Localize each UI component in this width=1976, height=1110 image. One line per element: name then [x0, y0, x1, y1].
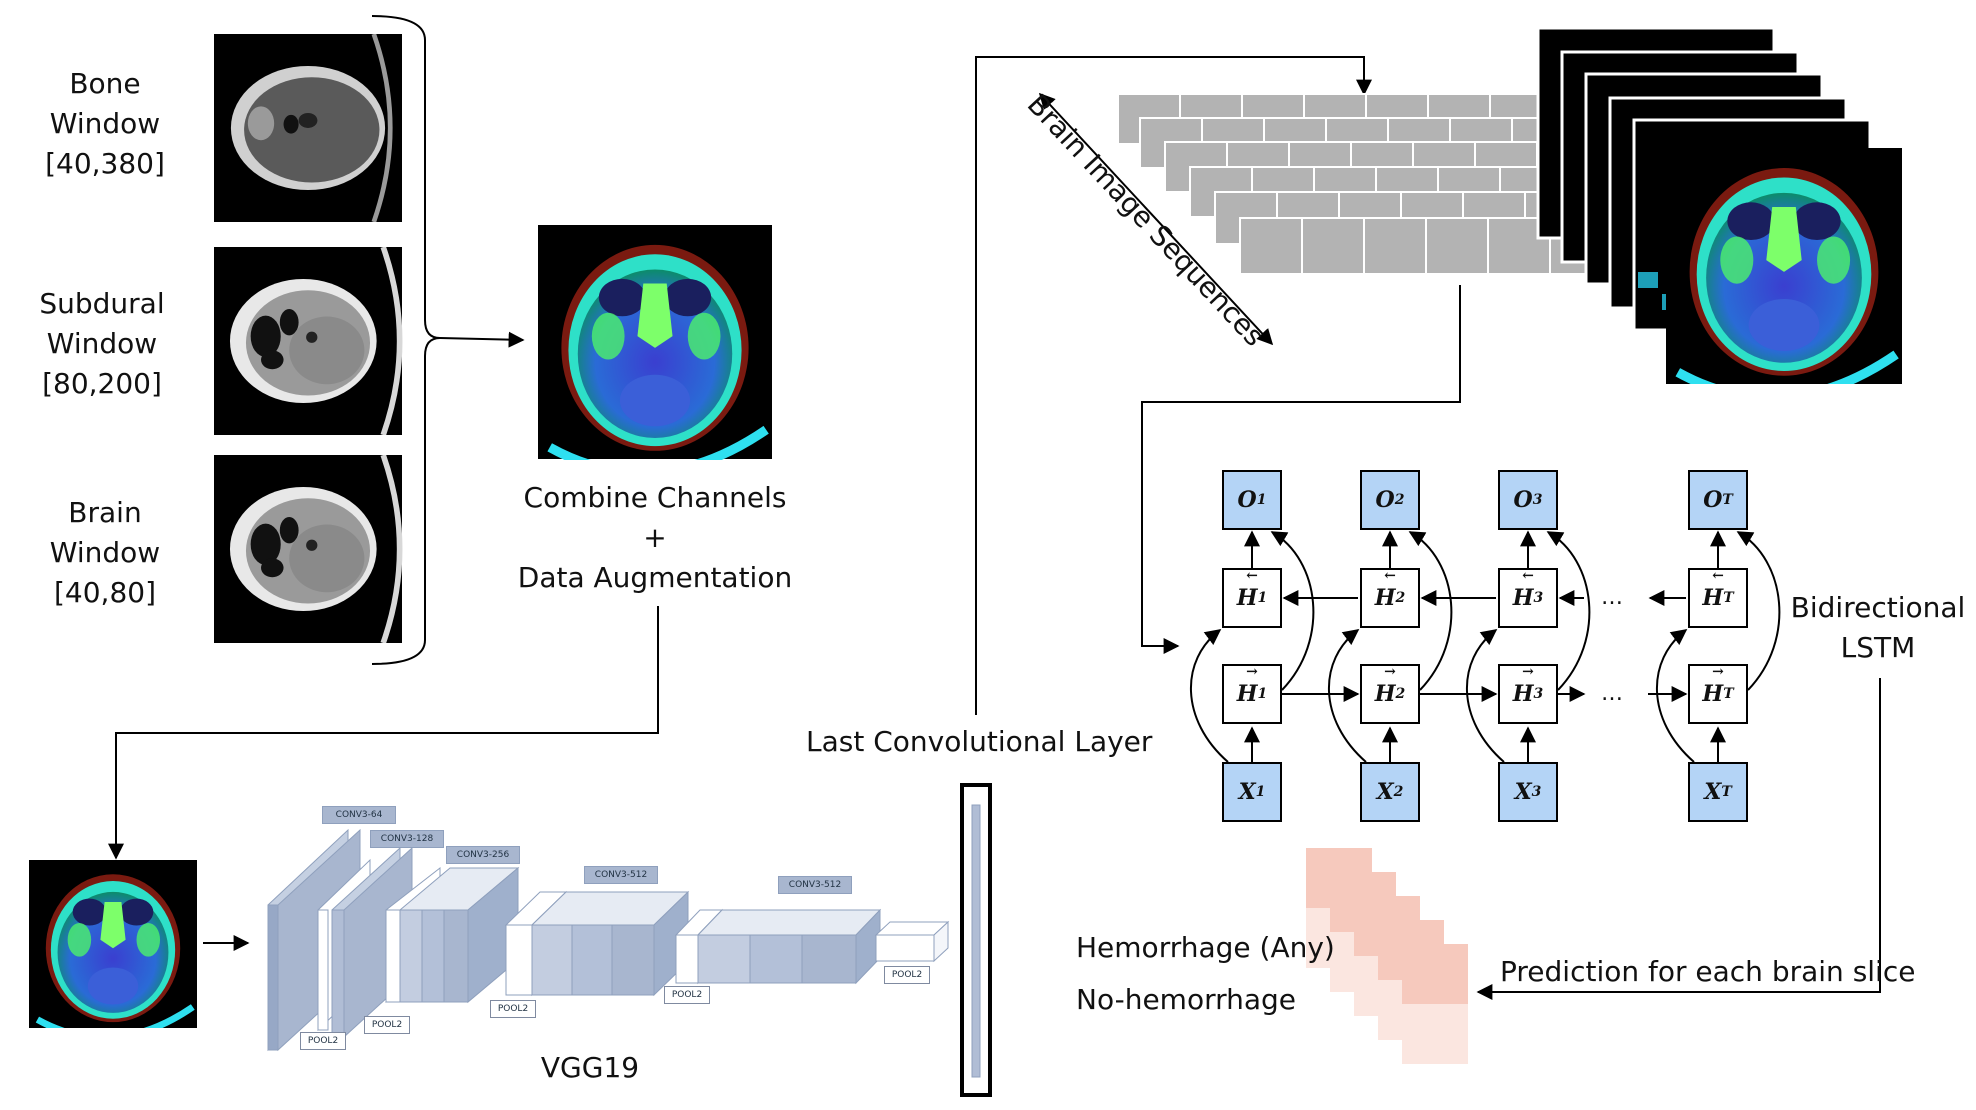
pool-tag-1: POOL2: [300, 1032, 346, 1050]
sequence-to-lstm-connector: [1141, 285, 1461, 654]
combine-channels-label: Combine Channels+Data Augmentation: [517, 481, 793, 594]
bone-window-image: [214, 34, 402, 222]
conv-tag-512-b: CONV3-512: [778, 876, 852, 894]
vgg19-label: VGG19: [540, 1051, 640, 1084]
prediction-label: Prediction for each brain slice: [1500, 955, 1916, 988]
brain-window-image: [214, 455, 402, 643]
no-hemorrhage-label: No-hemorrhage: [1076, 983, 1297, 1016]
vgg19-network: [267, 828, 950, 1052]
pool-tag-4: POOL2: [664, 986, 710, 1004]
vgg-block-pool5: [874, 920, 950, 963]
brace-to-combined-arrow: [439, 331, 525, 348]
lstm-ellipsis-backward: …: [1601, 585, 1623, 610]
pool-tag-2: POOL2: [364, 1016, 410, 1034]
conv-tag-64: CONV3-64: [322, 806, 396, 824]
sequence-image-stack: [1536, 26, 1902, 398]
conv-tag-256: CONV3-256: [446, 846, 520, 864]
hemorrhage-any-label: Hemorrhage (Any): [1076, 931, 1335, 964]
lstm-arrows: [1190, 530, 1781, 763]
combined-to-augmented-connector: [108, 606, 659, 860]
sequence-direction-arrow: [1038, 92, 1274, 346]
subdural-window-image: [214, 247, 402, 435]
conv-tag-512-a: CONV3-512: [584, 866, 658, 884]
vgg-block-conv512-b: [696, 908, 882, 985]
vgg-block-conv128: [331, 846, 413, 1039]
combined-channels-image: [538, 225, 772, 473]
window-images: [214, 34, 402, 643]
lstm-ellipsis-forward: …: [1601, 681, 1623, 706]
prediction-stack: [1306, 848, 1468, 1064]
lastconv-to-sequence-connector: [975, 56, 1372, 715]
last-conv-layer-label: Last Convolutional Layer: [806, 725, 1153, 758]
augmented-image: [29, 860, 197, 1038]
lstm-to-prediction-connector: [1476, 678, 1881, 1000]
sequence-front-image: [1666, 148, 1902, 398]
pool-tag-5: POOL2: [884, 966, 930, 984]
conv-tag-128: CONV3-128: [370, 830, 444, 848]
pool-tag-3: POOL2: [490, 1000, 536, 1018]
vgg-block-conv512-a: [530, 890, 690, 997]
last-conv-layer-bar: [960, 783, 992, 1097]
